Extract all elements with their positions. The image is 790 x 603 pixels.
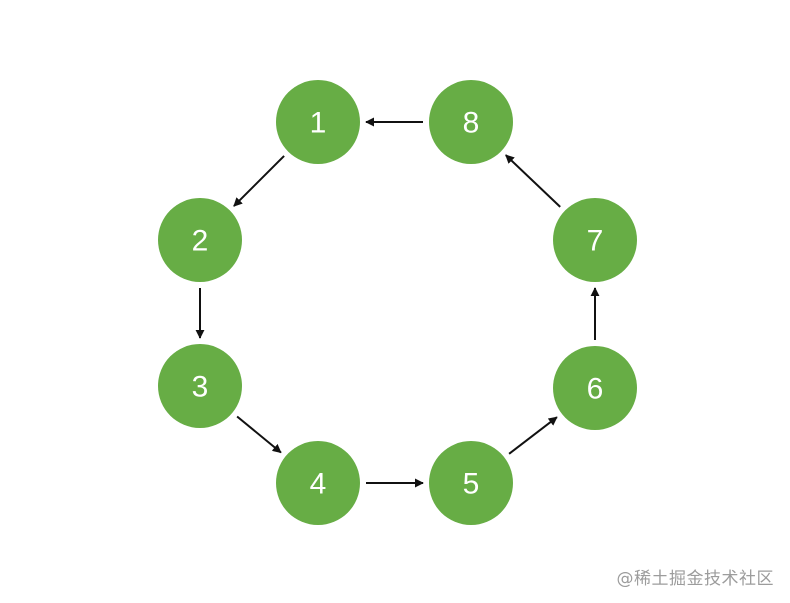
node-label: 1 [310,107,327,140]
node-circle [158,198,242,282]
node-label: 7 [587,225,604,258]
node-2: 2 [158,198,242,282]
node-1: 1 [276,80,360,164]
node-8: 8 [429,80,513,164]
node-5: 5 [429,441,513,525]
edge-1-to-2 [233,155,285,207]
node-label: 8 [463,107,480,140]
node-6: 6 [553,346,637,430]
watermark-text: @稀土掘金技术社区 [616,569,774,589]
node-label: 3 [192,371,209,404]
edge-7-to-8 [505,154,561,208]
node-label: 2 [192,225,209,258]
node-circle [429,80,513,164]
edge-3-to-4 [236,415,282,454]
node-3: 3 [158,344,242,428]
edges [195,117,600,488]
node-4: 4 [276,441,360,525]
node-label: 4 [310,468,327,501]
node-circle [276,80,360,164]
node-circle [429,441,513,525]
node-circle [553,198,637,282]
nodes: 1 2 3 4 5 6 7 8 [158,80,637,525]
node-circle [276,441,360,525]
node-circle [553,346,637,430]
node-label: 6 [587,373,604,406]
node-label: 5 [463,468,480,501]
node-circle [158,344,242,428]
edge-5-to-6 [508,416,558,455]
node-7: 7 [553,198,637,282]
